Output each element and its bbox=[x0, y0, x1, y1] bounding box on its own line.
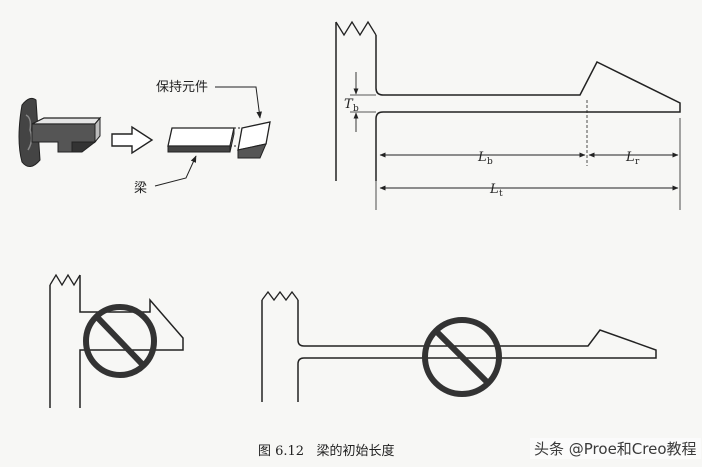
prohibited-long-beam bbox=[261, 290, 657, 402]
svg-text:r: r bbox=[635, 157, 640, 167]
svg-text:L: L bbox=[489, 182, 499, 197]
lb-label: L b bbox=[477, 150, 493, 167]
retainer-leader bbox=[215, 86, 262, 119]
svg-text:t: t bbox=[499, 189, 503, 199]
retainer-label: 保持元件 bbox=[156, 80, 208, 95]
retainer-element bbox=[230, 121, 271, 159]
svg-text:b: b bbox=[487, 157, 493, 167]
svg-text:b: b bbox=[353, 104, 359, 114]
beam-leader bbox=[154, 155, 197, 187]
svg-text:L: L bbox=[625, 150, 635, 165]
tb-label: T b bbox=[344, 97, 359, 114]
watermark: 头条 @Proe和Creo教程 bbox=[530, 438, 701, 459]
lt-label: L t bbox=[489, 182, 503, 199]
svg-text:T: T bbox=[344, 97, 354, 112]
lr-label: L r bbox=[625, 150, 640, 167]
arrow-right-icon bbox=[111, 125, 154, 155]
figure-caption: 图 6.12 梁的初始长度 bbox=[258, 444, 395, 459]
prohibit-icon bbox=[83, 304, 157, 378]
beam-label: 梁 bbox=[134, 181, 147, 196]
dimensioned-beam bbox=[335, 20, 681, 210]
snap-fit-sketch bbox=[18, 97, 102, 167]
prohibit-icon bbox=[422, 317, 502, 397]
beam-block bbox=[167, 127, 235, 153]
svg-text:L: L bbox=[477, 150, 487, 165]
